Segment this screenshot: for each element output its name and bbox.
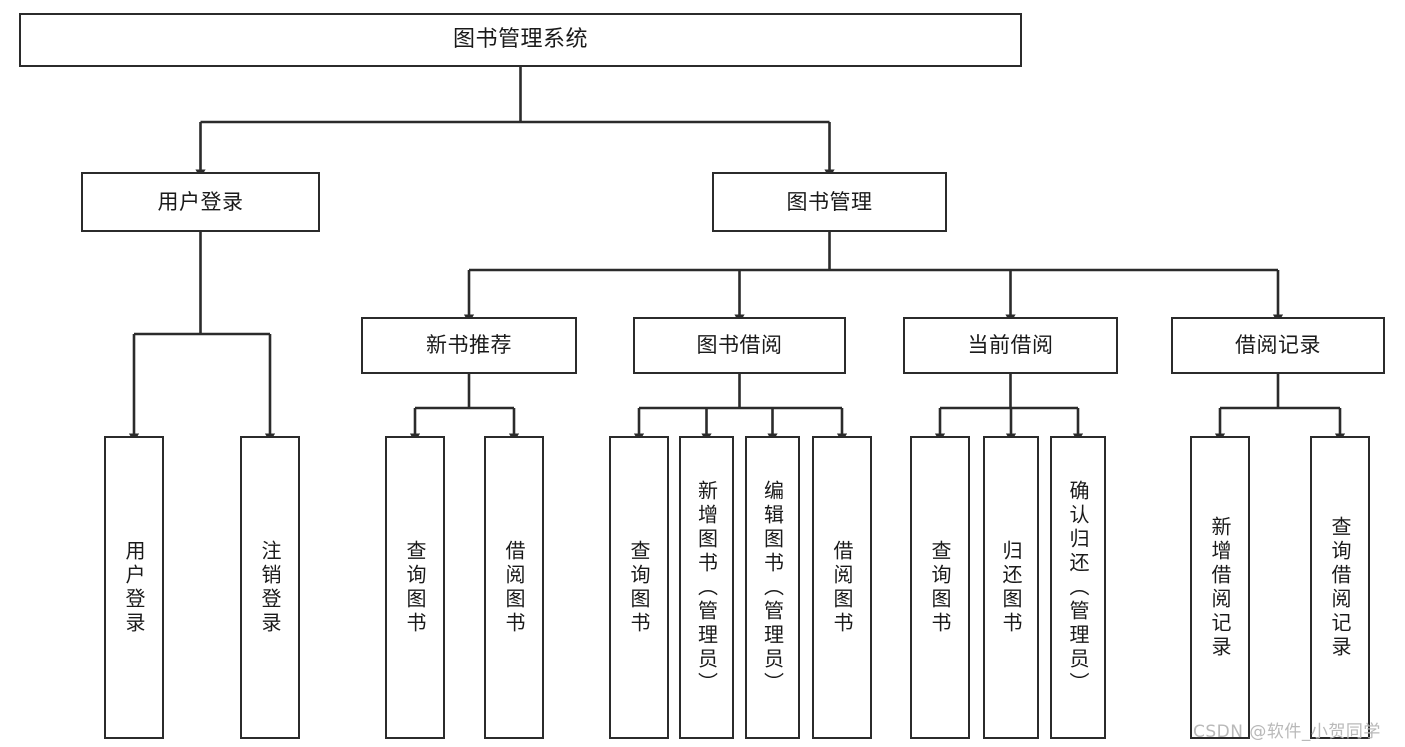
node-leaf-query-2[interactable]: 查询图书 xyxy=(609,436,669,739)
node-leaf-user-login[interactable]: 用户登录 xyxy=(104,436,164,739)
node-label-user-login: 用户登录 xyxy=(157,189,244,214)
node-label-leaf-borrow-1: 借阅图书 xyxy=(502,539,526,636)
node-leaf-query-1[interactable]: 查询图书 xyxy=(385,436,445,739)
node-label-leaf-add-book: 新增图书（管理员） xyxy=(694,479,719,696)
node-label-borrow-record: 借阅记录 xyxy=(1235,333,1321,358)
node-borrow-record[interactable]: 借阅记录 xyxy=(1171,317,1385,374)
node-label-leaf-edit-book: 编辑图书（管理员） xyxy=(760,479,785,696)
connector-lines xyxy=(128,67,1346,443)
node-label-root: 图书管理系统 xyxy=(452,27,588,53)
node-leaf-borrow-2[interactable]: 借阅图书 xyxy=(812,436,872,739)
node-label-leaf-query-1: 查询图书 xyxy=(403,539,427,636)
node-leaf-confirm[interactable]: 确认归还（管理员） xyxy=(1050,436,1106,739)
node-label-leaf-query-3: 查询图书 xyxy=(928,539,952,636)
node-leaf-query-3[interactable]: 查询图书 xyxy=(910,436,970,739)
node-current-borrow[interactable]: 当前借阅 xyxy=(903,317,1118,374)
node-label-leaf-borrow-2: 借阅图书 xyxy=(830,539,854,636)
node-new-book-rec[interactable]: 新书推荐 xyxy=(361,317,577,374)
node-label-leaf-query-rec: 查询借阅记录 xyxy=(1328,515,1352,660)
node-book-borrow[interactable]: 图书借阅 xyxy=(633,317,846,374)
node-label-leaf-return: 归还图书 xyxy=(999,539,1023,636)
node-label-new-book-rec: 新书推荐 xyxy=(426,333,512,358)
node-label-leaf-logout: 注销登录 xyxy=(258,539,282,636)
node-leaf-query-rec[interactable]: 查询借阅记录 xyxy=(1310,436,1370,739)
node-label-current-borrow: 当前借阅 xyxy=(967,333,1054,358)
node-leaf-edit-book[interactable]: 编辑图书（管理员） xyxy=(745,436,800,739)
node-label-leaf-confirm: 确认归还（管理员） xyxy=(1066,479,1090,696)
node-user-login[interactable]: 用户登录 xyxy=(81,172,320,232)
node-book-manage[interactable]: 图书管理 xyxy=(712,172,947,232)
node-leaf-add-rec[interactable]: 新增借阅记录 xyxy=(1190,436,1250,739)
node-leaf-borrow-1[interactable]: 借阅图书 xyxy=(484,436,544,739)
node-leaf-return[interactable]: 归还图书 xyxy=(983,436,1039,739)
node-leaf-add-book[interactable]: 新增图书（管理员） xyxy=(679,436,734,739)
node-root[interactable]: 图书管理系统 xyxy=(19,13,1022,67)
node-label-leaf-query-2: 查询图书 xyxy=(627,539,651,636)
node-label-book-borrow: 图书借阅 xyxy=(696,333,783,358)
node-label-leaf-user-login: 用户登录 xyxy=(122,539,146,636)
node-leaf-logout[interactable]: 注销登录 xyxy=(240,436,300,739)
node-label-book-manage: 图书管理 xyxy=(786,189,873,214)
node-label-leaf-add-rec: 新增借阅记录 xyxy=(1208,515,1232,660)
